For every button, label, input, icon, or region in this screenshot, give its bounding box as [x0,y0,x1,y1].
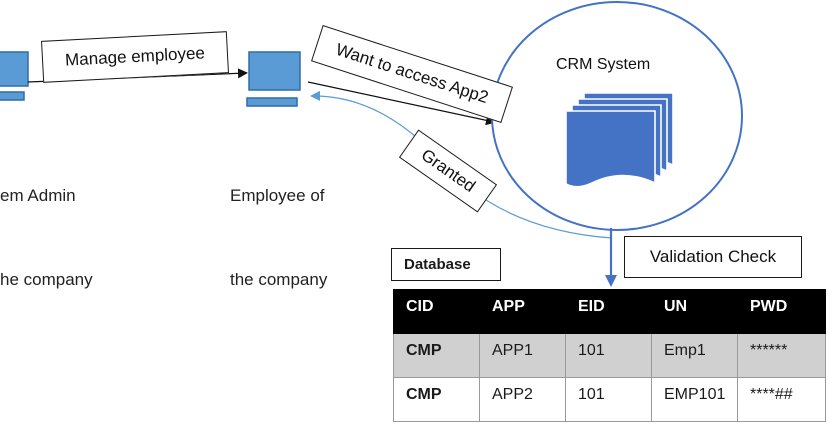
database-title: Database [391,248,501,281]
header-un: UN [651,289,738,334]
header-cid: CID [393,289,480,334]
employee-caption-line2: the company [230,270,328,289]
access-arrow [307,81,496,126]
documents-icon [565,92,674,188]
admin-caption: em Admin he company [0,126,93,322]
admin-caption-line2: he company [0,270,93,289]
employee-caption-line1: Employee of [230,186,325,205]
admin-computer-icon [0,51,29,101]
cell-pwd: ****** [737,333,826,378]
cell-un: EMP101 [651,377,738,422]
cell-app: APP2 [479,377,566,422]
admin-caption-line1: em Admin [0,186,76,205]
cell-cid: CMP [393,377,480,422]
cell-eid: 101 [565,333,652,378]
header-app: APP [479,289,566,334]
cell-app: APP1 [479,333,566,378]
table-row: CMP APP2 101 EMP101 ****## [393,377,826,422]
database-table: CID APP EID UN PWD CMP APP1 101 Emp1 ***… [393,289,826,422]
cell-cid: CMP [393,333,480,378]
cell-pwd: ****## [737,377,826,422]
table-row: CMP APP1 101 Emp1 ****** [393,333,826,378]
cell-eid: 101 [565,377,652,422]
cell-un: Emp1 [651,333,738,378]
employee-caption: Employee of the company [230,126,327,322]
crm-system-title: CRM System [556,56,651,73]
table-header-row: CID APP EID UN PWD [393,289,826,334]
header-eid: EID [565,289,652,334]
employee-computer-icon [246,51,301,107]
header-pwd: PWD [737,289,826,334]
validation-check-label: Validation Check [624,236,802,278]
